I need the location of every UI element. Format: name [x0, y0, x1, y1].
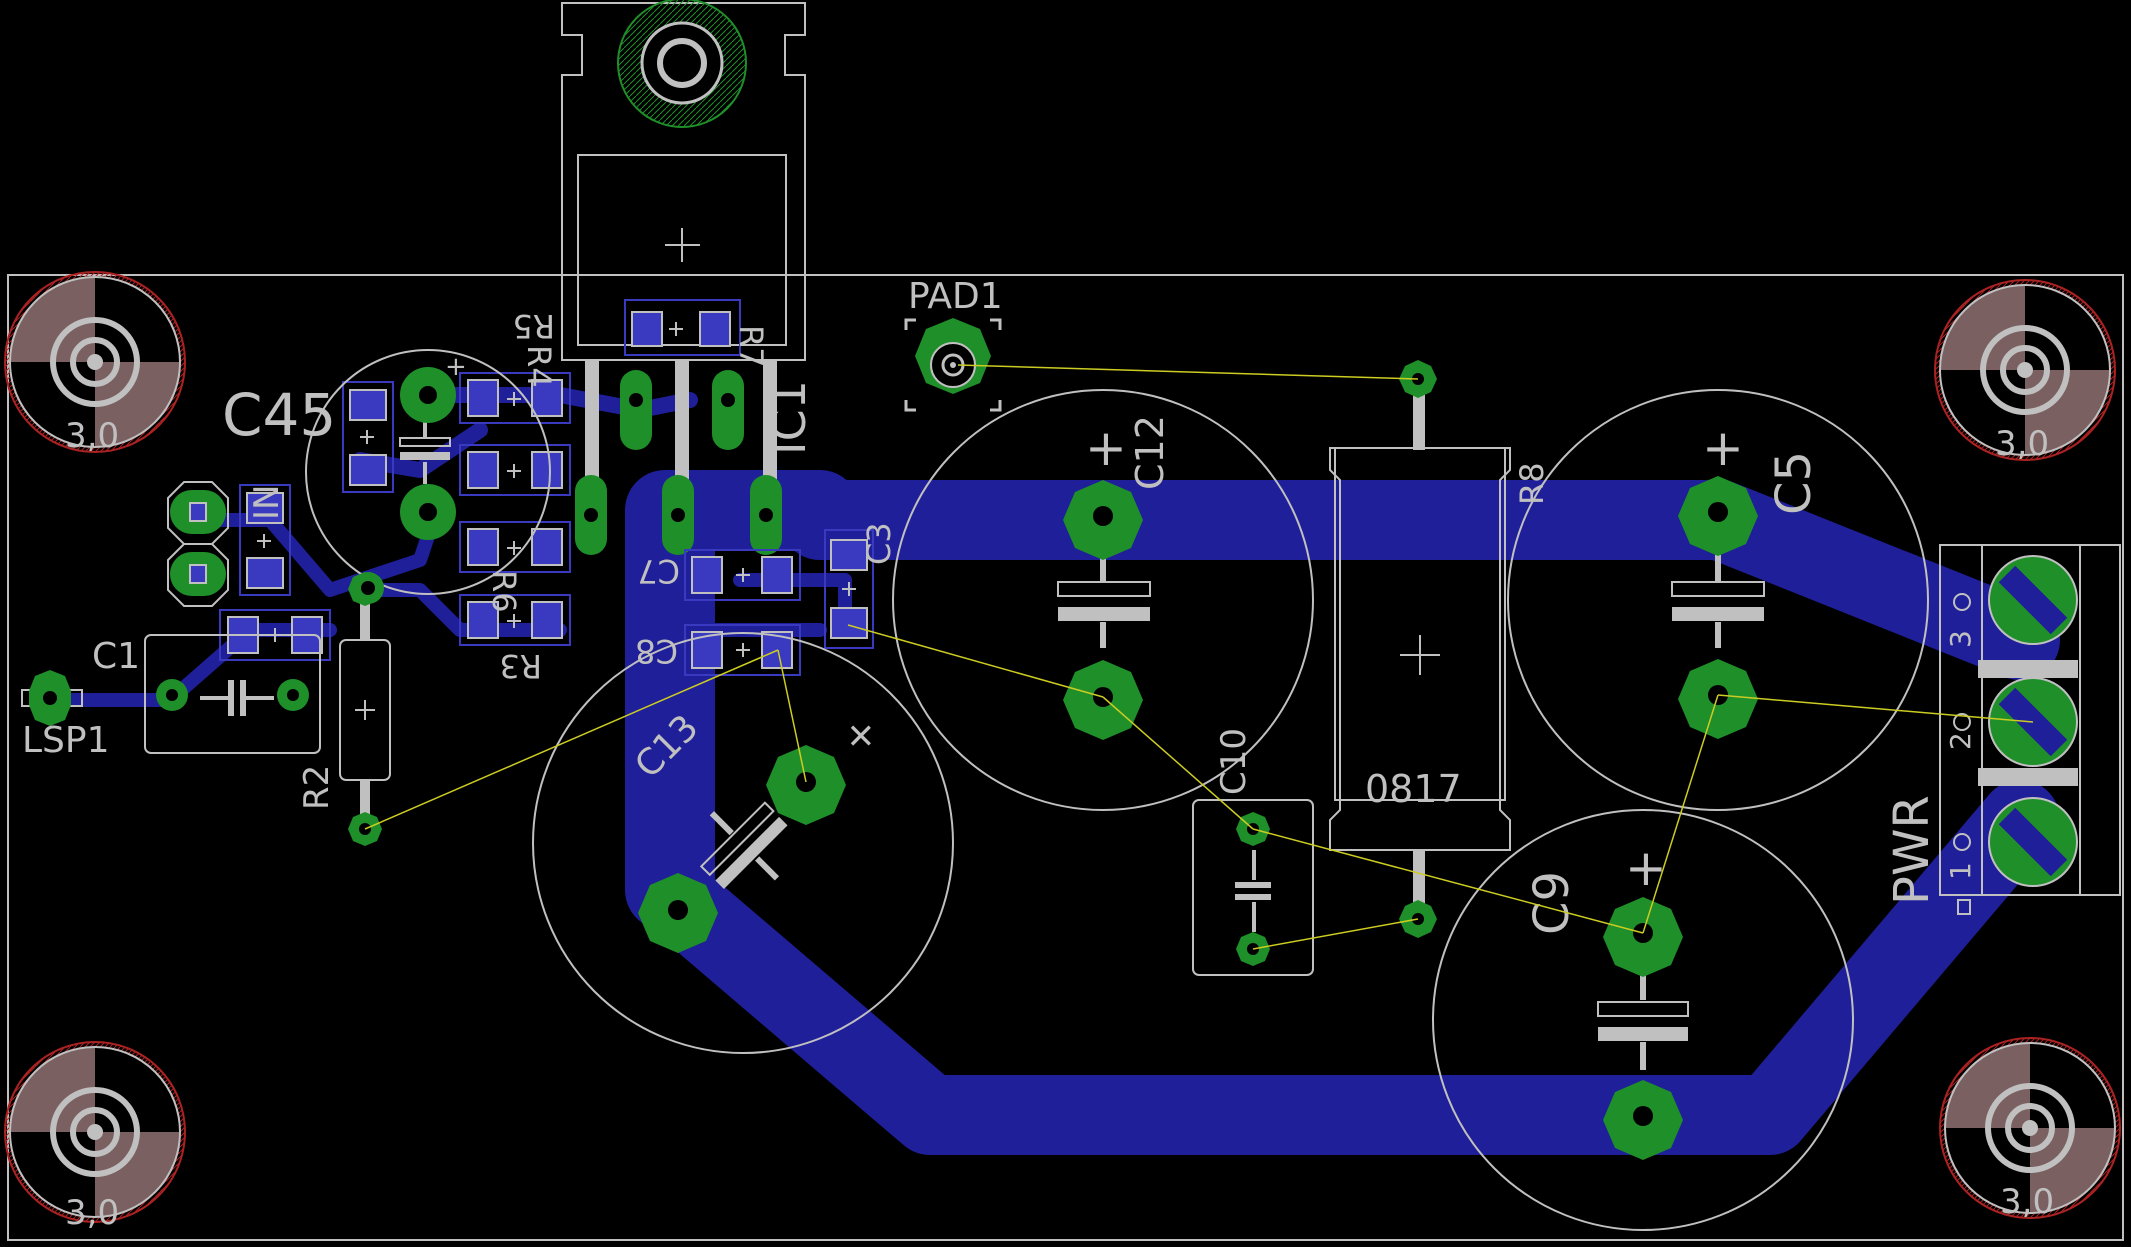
svg-text:+: + — [832, 707, 888, 763]
c8-label: C8 — [635, 632, 678, 670]
r6-label: R6 — [485, 570, 523, 613]
pwr-pin-2: 2 — [1944, 732, 1977, 750]
r2-label: R2 — [297, 765, 337, 810]
c5-label: C5 — [1766, 451, 1822, 515]
hole-size-label: 3,0 — [65, 416, 119, 456]
smd-labels: R5 R4 R7 R6 R3 C7 C8 C3 — [485, 307, 898, 685]
airwires — [364, 364, 2034, 950]
hole-size-label: 3,0 — [2000, 1182, 2054, 1222]
c9-label: C9 — [1524, 871, 1580, 935]
mounting-hole-top-left: 3,0 — [4, 271, 186, 456]
board-outline — [7, 274, 2124, 1241]
hole-size-label: 3,0 — [65, 1193, 119, 1233]
connector-in: IN — [167, 481, 287, 607]
in-label: IN — [247, 485, 287, 520]
c3-smd — [824, 529, 874, 649]
in-smd — [239, 484, 291, 596]
c12-label: C12 — [1128, 415, 1172, 490]
mounting-hole-bottom-right: 3,0 — [1939, 1037, 2121, 1222]
r8-part-number: 0817 — [1365, 767, 1462, 811]
pad1: PAD1 — [904, 276, 1003, 412]
r5-smd — [459, 372, 571, 424]
cap-c45: + C45 — [222, 349, 551, 595]
r4-label: R4 — [520, 345, 558, 388]
c3-label: C3 — [860, 522, 898, 565]
c8-smd — [684, 624, 801, 676]
pwr-label: PWR — [1884, 795, 1940, 905]
r3-label: R3 — [499, 647, 542, 685]
svg-text:+: + — [1702, 419, 1744, 477]
ic1-body-outline — [561, 2, 806, 361]
r3-smd-a — [459, 521, 571, 573]
pad1-label: PAD1 — [908, 276, 1003, 317]
lsp1-label: LSP1 — [22, 720, 110, 761]
c10-label: C10 — [1214, 728, 1254, 795]
cap-c10: C10 — [1192, 728, 1314, 976]
svg-text:+: + — [445, 352, 467, 382]
mounting-hole-bottom-left: 3,0 — [4, 1041, 186, 1233]
hole-size-label: 3,0 — [1995, 424, 2049, 464]
c45-label: C45 — [222, 381, 336, 449]
r7-label: R7 — [732, 325, 770, 368]
c45-smd — [342, 381, 394, 493]
cap-c5: + C5 — [1507, 389, 1929, 811]
c7-label: C7 — [637, 552, 680, 590]
svg-text:+: + — [1625, 839, 1667, 897]
r7-smd — [624, 299, 741, 356]
mounting-hole-top-right: 3,0 — [1934, 279, 2116, 464]
ic1-regulator: IC1 — [561, 0, 816, 520]
svg-text:+: + — [1085, 419, 1127, 477]
r6-smd — [459, 444, 571, 496]
connector-lsp1: LSP1 — [21, 670, 110, 761]
pwr-pin-3: 3 — [1944, 630, 1977, 648]
cap-c1: C1 — [92, 634, 321, 754]
c1-label: C1 — [92, 636, 140, 677]
cap-c12: + C12 — [892, 389, 1314, 811]
r3-smd-b — [459, 594, 571, 646]
regulator-pads — [575, 370, 782, 555]
pwr-pin-1: 1 — [1944, 862, 1977, 880]
mounting-holes: 3,0 3,0 3,0 — [4, 271, 2121, 1233]
pwr-terminal-screw — [1988, 555, 2078, 645]
ground-trace-main — [625, 470, 2060, 1155]
cap-c9: + C9 — [1432, 809, 1854, 1231]
resistor-r2: R2 — [297, 572, 391, 846]
c7-smd — [684, 549, 801, 601]
ic1-tab — [577, 154, 787, 346]
trace-signal-a — [33, 623, 337, 707]
r8-label: R8 — [1513, 462, 1551, 505]
ic1-label: IC1 — [762, 380, 816, 455]
pwr-terminal-screw — [1988, 797, 2078, 887]
r5-label: R5 — [512, 307, 555, 345]
